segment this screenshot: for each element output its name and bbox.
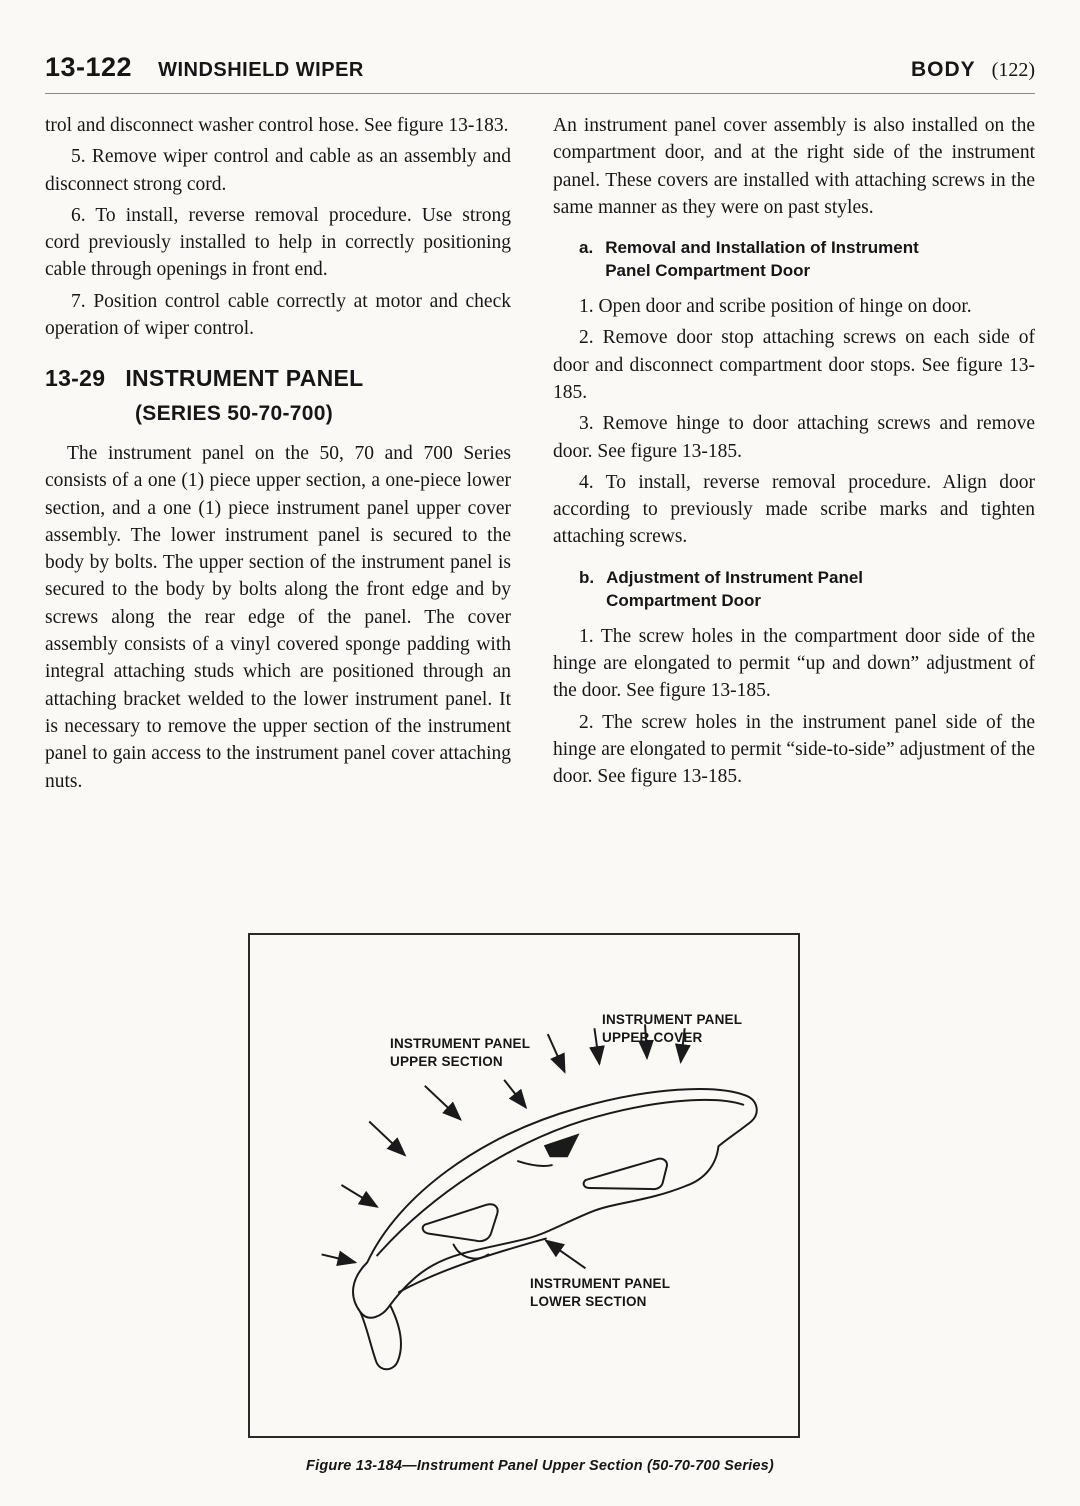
step-a2: 2. Remove door stop attaching screws on … [553, 327, 1035, 403]
section-title: WINDSHIELD WIPER [158, 59, 364, 81]
subheading-a-label: a. [579, 238, 594, 258]
subheading-b-title: Adjustment of Instrument Panel Compartme… [606, 567, 864, 610]
running-header-left: 13-122 WINDSHIELD WIPER [45, 52, 364, 83]
step-a1: 1. Open door and scribe position of hing… [579, 296, 972, 318]
instrument-panel-paragraph: The instrument panel on the 50, 70 and 7… [45, 442, 511, 792]
subheading-a-title: Removal and Installation of Instrument P… [605, 238, 919, 281]
figure-13-184: INSTRUMENT PANEL UPPER COVER INSTRUMENT … [248, 933, 800, 1438]
section-heading-title: INSTRUMENT PANEL [125, 365, 364, 392]
step-7: 7. Position control cable correctly at m… [45, 290, 511, 340]
section-number: 13-122 [45, 52, 133, 82]
subheading-b: b. Adjustment of Instrument Panel Compar… [553, 567, 1035, 613]
instrument-panel-drawing [321, 1024, 758, 1371]
paragraph-continuation: trol and disconnect washer control hose.… [45, 115, 509, 136]
section-heading-13-29: 13-29 INSTRUMENT PANEL (SERIES 50-70-700… [45, 362, 511, 428]
subheading-a: a. Removal and Installation of Instrumen… [553, 237, 1035, 283]
book-title: BODY [910, 58, 976, 81]
step-a4: 4. To install, reverse removal procedure… [553, 471, 1035, 548]
page-number: (122) [991, 59, 1035, 81]
step-5: 5. Remove wiper control and cable as an … [45, 146, 511, 195]
subheading-b-label: b. [579, 567, 595, 587]
right-column: An instrument panel cover assembly is al… [553, 112, 1035, 799]
label-instrument-panel-upper-cover: INSTRUMENT PANEL UPPER COVER [602, 1012, 743, 1045]
step-6: 6. To install, reverse removal procedure… [45, 204, 511, 281]
text-columns: trol and disconnect washer control hose.… [45, 112, 1035, 799]
step-b1: 1. The screw holes in the compartment do… [553, 625, 1035, 702]
label-instrument-panel-lower-section: INSTRUMENT PANEL LOWER SECTION [530, 1276, 671, 1309]
section-heading-number: 13-29 [45, 365, 106, 392]
step-b2: 2. The screw holes in the instrument pan… [553, 711, 1035, 788]
figure-caption: Figure 13-184—Instrument Panel Upper Sec… [306, 1458, 774, 1474]
left-column: trol and disconnect washer control hose.… [45, 112, 511, 799]
cover-assembly-paragraph: An instrument panel cover assembly is al… [553, 115, 1035, 218]
running-header-right: BODY (122) [911, 58, 1035, 82]
step-a3: 3. Remove hinge to door attaching screws… [553, 413, 1035, 462]
page-header: 13-122 WINDSHIELD WIPER BODY (122) [45, 52, 1035, 94]
label-instrument-panel-upper-section: INSTRUMENT PANEL UPPER SECTION [390, 1036, 531, 1069]
section-heading-subtitle: (SERIES 50-70-700) [135, 401, 333, 425]
